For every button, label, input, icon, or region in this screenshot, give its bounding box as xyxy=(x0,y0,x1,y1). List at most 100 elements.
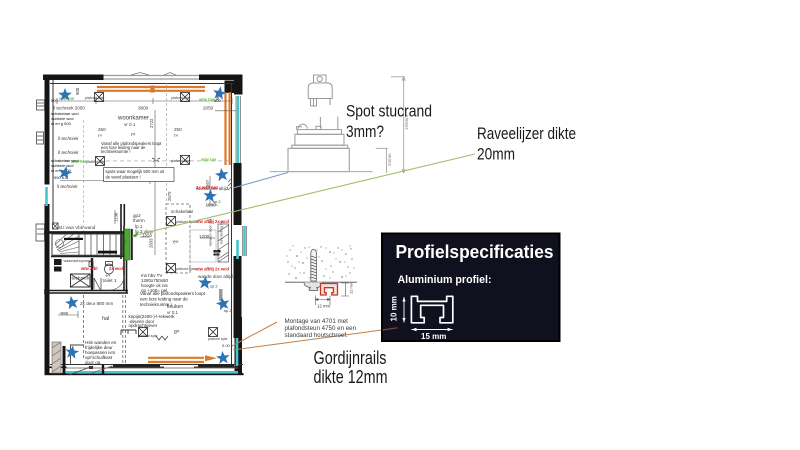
svg-text:34mm: 34mm xyxy=(387,153,392,166)
svg-text:-deuren door: -deuren door xyxy=(129,319,155,324)
svg-text:vr 0.1: vr 0.1 xyxy=(124,122,136,127)
svg-text:sp.2: sp.2 xyxy=(210,284,218,289)
svg-text:20mm: 20mm xyxy=(477,145,515,164)
svg-text:loze leiding vd: loze leiding vd xyxy=(220,221,224,244)
svg-text:keuken: keuken xyxy=(167,304,183,310)
svg-text:500: 500 xyxy=(75,87,80,95)
svg-text:toilet 1: toilet 1 xyxy=(103,278,117,284)
svg-text:schakelaar wcd: schakelaar wcd xyxy=(51,111,79,116)
svg-text:g×: g× xyxy=(174,329,180,335)
svg-text:plafond spkr: plafond spkr xyxy=(176,220,196,224)
svg-text:hal: hal xyxy=(102,316,109,322)
svg-text:e×: e× xyxy=(106,273,111,278)
svg-text:Gordijnrails: Gordijnrails xyxy=(314,348,387,368)
svg-text:5.00: 5.00 xyxy=(222,343,231,348)
svg-text:Aluminium profiel:: Aluminium profiel: xyxy=(398,274,492,286)
svg-text:×: × xyxy=(123,240,126,246)
svg-text:plafondsteun 4750 en een: plafondsteun 4750 en een xyxy=(285,325,357,332)
svg-text:-995: -995 xyxy=(59,311,69,316)
svg-text:plafond spkr: plafond spkr xyxy=(171,159,191,163)
svg-text:ll techniek: ll techniek xyxy=(58,136,79,141)
svg-text:1555: 1555 xyxy=(142,233,153,238)
svg-text:ll techniek 2050: ll techniek 2050 xyxy=(53,106,85,111)
svg-text:dubbele wcd: dubbele wcd xyxy=(51,163,73,168)
svg-text:dubbele wcd: dubbele wcd xyxy=(51,116,73,121)
svg-text:Vanaf alle plafondspeakers loo: Vanaf alle plafondspeakers loopt xyxy=(101,141,162,146)
svg-text:12 mm: 12 mm xyxy=(349,281,354,294)
svg-text:2722: 2722 xyxy=(149,118,154,128)
svg-text:597: 597 xyxy=(205,179,210,187)
svg-text:ms hbv TV: ms hbv TV xyxy=(141,273,162,278)
svg-text:hoepassen ivm: hoepassen ivm xyxy=(85,350,116,355)
svg-text:vr 0.1: vr 0.1 xyxy=(167,310,179,315)
svg-text:e×: e× xyxy=(173,240,179,246)
svg-text:2833: 2833 xyxy=(149,238,154,248)
svg-text:wtw toe: wtw toe xyxy=(200,157,217,162)
svg-text:plafond spkr: plafond spkr xyxy=(85,96,105,100)
svg-text:plafond spkr: plafond spkr xyxy=(171,96,191,100)
svg-text:Profielspecificaties: Profielspecificaties xyxy=(396,241,554,262)
svg-text:1280x750x50: 1280x750x50 xyxy=(141,278,169,283)
svg-text:plafond spkr: plafond spkr xyxy=(208,337,228,341)
svg-text:wtw toe: wtw toe xyxy=(70,159,87,164)
svg-text:1130: 1130 xyxy=(114,212,119,222)
svg-text:wtw afblij 2x wcd: wtw afblij 2x wcd xyxy=(194,267,229,272)
svg-text:woonkamer: woonkamer xyxy=(117,116,149,122)
svg-text:een loze leiding naar de: een loze leiding naar de xyxy=(140,297,188,302)
svg-text:Spot stucrand: Spot stucrand xyxy=(346,102,432,121)
svg-text:therm: therm xyxy=(133,218,145,223)
svg-text:een loze leiding naar de: een loze leiding naar de xyxy=(101,145,146,150)
svg-text:lp.3 vloer: lp.3 vloer xyxy=(135,229,154,234)
svg-text:Vanaf alle plafondspeakers loo: Vanaf alle plafondspeakers loopt xyxy=(140,291,206,296)
svg-text:Raveelijzer dikte: Raveelijzer dikte xyxy=(477,124,576,143)
svg-text:15 mm: 15 mm xyxy=(421,332,446,341)
svg-text:plafond spkr: plafond spkr xyxy=(138,334,158,338)
svg-text:lp.1: lp.1 xyxy=(135,224,143,229)
svg-text:standaard houtschroef.: standaard houtschroef. xyxy=(285,332,349,339)
svg-text:wasmachopomp: wasmachopomp xyxy=(64,259,92,263)
svg-text:knpijn(2400-)-l-rekwerk: knpijn(2400-)-l-rekwerk xyxy=(129,314,176,319)
svg-text:1800: 1800 xyxy=(206,203,217,208)
svg-text:dikte 12mm: dikte 12mm xyxy=(314,367,388,387)
svg-text:op +100= pel: op +100= pel xyxy=(141,288,167,293)
svg-text:de wand plaatsen !: de wand plaatsen ! xyxy=(106,175,141,180)
svg-text:1200: 1200 xyxy=(199,234,210,239)
svg-text:250: 250 xyxy=(98,127,106,132)
svg-text:12 mm: 12 mm xyxy=(317,304,331,309)
svg-text:techniekruimte !: techniekruimte ! xyxy=(101,149,131,154)
svg-text:2679: 2679 xyxy=(167,191,172,201)
svg-text:schakelaar wcd: schakelaar wcd xyxy=(51,158,79,163)
svg-text:schakelaar: schakelaar xyxy=(171,209,194,214)
svg-text:ll techniek: ll techniek xyxy=(58,150,79,155)
svg-text:kanalen door dak: kanalen door dak xyxy=(209,218,213,246)
svg-text:2x wcd opz: 2x wcd opz xyxy=(196,185,218,190)
svg-text:Montage van 4701 met: Montage van 4701 met xyxy=(285,318,349,325)
svg-text:sp.2: sp.2 xyxy=(213,199,221,204)
svg-text:plafond spkr: plafond spkr xyxy=(86,160,106,164)
svg-text:Hsb wanden en: Hsb wanden en xyxy=(85,340,117,345)
svg-text:frijdelijke deur: frijdelijke deur xyxy=(85,345,113,350)
svg-text:st en g 500: st en g 500 xyxy=(51,121,72,126)
svg-text:250: 250 xyxy=(174,127,182,132)
svg-text:500 b.2: 500 b.2 xyxy=(54,175,68,180)
svg-text:3600: 3600 xyxy=(138,106,149,111)
svg-text:techniekruimte !: techniekruimte ! xyxy=(140,302,172,307)
svg-text:gp2: gp2 xyxy=(133,213,141,218)
svg-text:155mm: 155mm xyxy=(404,115,409,130)
svg-text:r×: r× xyxy=(98,133,103,138)
svg-text:op/'schuifkast: op/'schuifkast xyxy=(85,355,113,360)
svg-text:wtw afbl: wtw afbl xyxy=(80,266,98,271)
svg-text:10 mm: 10 mm xyxy=(390,296,399,321)
svg-text:r×: r× xyxy=(131,132,136,138)
svg-text:wtw afblij 2x wcd: wtw afblij 2x wcd xyxy=(194,219,229,224)
svg-text:ll techniek: ll techniek xyxy=(57,184,78,189)
svg-text:sp.2: sp.2 xyxy=(224,308,232,313)
svg-text:st.l vwa Vbk wand: st.l vwa Vbk wand xyxy=(59,225,96,230)
svg-text:500: 500 xyxy=(51,98,58,103)
svg-text:door og.: door og. xyxy=(85,360,102,365)
svg-text:3mm?: 3mm? xyxy=(346,122,384,141)
svg-text:wtw toe: wtw toe xyxy=(198,97,215,102)
svg-text:hoogte ok nis: hoogte ok nis xyxy=(141,283,169,288)
svg-text:2050: 2050 xyxy=(203,106,214,111)
svg-text:wande her altijd: wande her altijd xyxy=(196,186,229,191)
